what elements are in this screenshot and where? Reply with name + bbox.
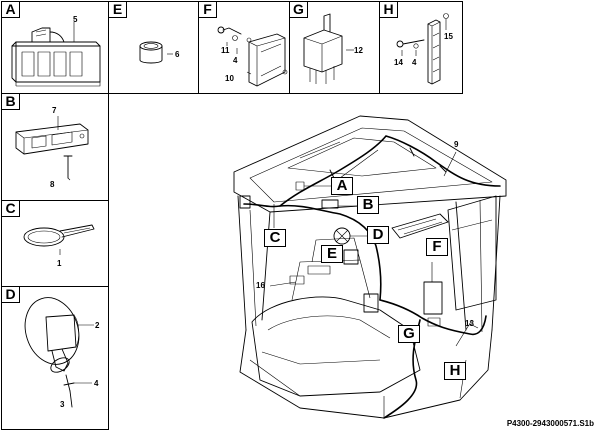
part-number-13: 13 bbox=[465, 319, 474, 328]
panel-c: C 1 bbox=[1, 200, 109, 287]
panel-f-drawing bbox=[217, 26, 288, 87]
panel-e-drawing bbox=[139, 41, 173, 64]
cab-pillars bbox=[237, 195, 501, 331]
callout-h: H bbox=[444, 362, 466, 380]
panel-b-label: B bbox=[1, 93, 20, 110]
panel-e: E 6 bbox=[108, 1, 199, 94]
part-number-15: 15 bbox=[444, 32, 453, 41]
panel-g: G 12 bbox=[289, 1, 380, 94]
panel-e-label: E bbox=[108, 1, 127, 18]
part-number-9: 9 bbox=[454, 140, 459, 149]
wire-harness-roof bbox=[243, 203, 382, 301]
callout-e: E bbox=[321, 245, 343, 263]
panel-a: A 5 bbox=[1, 1, 109, 94]
panel-d-drawing bbox=[24, 297, 94, 408]
panel-a-drawing bbox=[11, 22, 101, 87]
part-number-10: 10 bbox=[225, 74, 234, 83]
part-number-14: 14 bbox=[394, 58, 403, 67]
panel-f-label: F bbox=[198, 1, 217, 18]
part-number-6: 6 bbox=[175, 50, 180, 59]
drawing-reference: P4300-2943000571.S1b bbox=[506, 419, 594, 428]
part-number-4-d: 4 bbox=[94, 379, 99, 388]
panel-d-label: D bbox=[1, 286, 20, 303]
callout-c: C bbox=[264, 229, 286, 247]
callout-g: G bbox=[398, 325, 420, 343]
part-number-5: 5 bbox=[73, 15, 78, 24]
panel-c-drawing bbox=[23, 224, 95, 255]
callout-b: B bbox=[357, 196, 379, 214]
part-number-4-h: 4 bbox=[412, 58, 417, 67]
panel-h-drawing bbox=[396, 13, 449, 85]
callout-f: F bbox=[426, 238, 448, 256]
callout-d: D bbox=[367, 226, 389, 244]
part-number-1: 1 bbox=[57, 259, 62, 268]
roof-outline bbox=[233, 115, 507, 213]
panel-b-drawing bbox=[15, 116, 89, 181]
callout-a: A bbox=[331, 177, 353, 195]
part-number-3: 3 bbox=[60, 400, 65, 409]
part-number-8: 8 bbox=[50, 180, 55, 189]
roof-inner bbox=[249, 127, 493, 203]
panel-g-label: G bbox=[289, 1, 308, 18]
part-number-11: 11 bbox=[221, 46, 230, 55]
panel-a-label: A bbox=[1, 1, 20, 18]
part-number-12: 12 bbox=[354, 46, 363, 55]
panel-h-label: H bbox=[379, 1, 398, 18]
part-number-7: 7 bbox=[52, 106, 57, 115]
panel-b: B 7 8 bbox=[1, 93, 109, 201]
panel-g-drawing bbox=[303, 13, 354, 84]
part-number-2: 2 bbox=[95, 321, 100, 330]
panel-c-label: C bbox=[1, 200, 20, 217]
part-number-16: 16 bbox=[256, 281, 265, 290]
panel-d: D 2 4 3 bbox=[1, 286, 109, 430]
cab-body bbox=[251, 296, 421, 397]
panel-f: F 11 4 10 bbox=[198, 1, 290, 94]
part-number-4-f: 4 bbox=[233, 56, 238, 65]
panel-h: H 15 14 4 bbox=[379, 1, 463, 94]
